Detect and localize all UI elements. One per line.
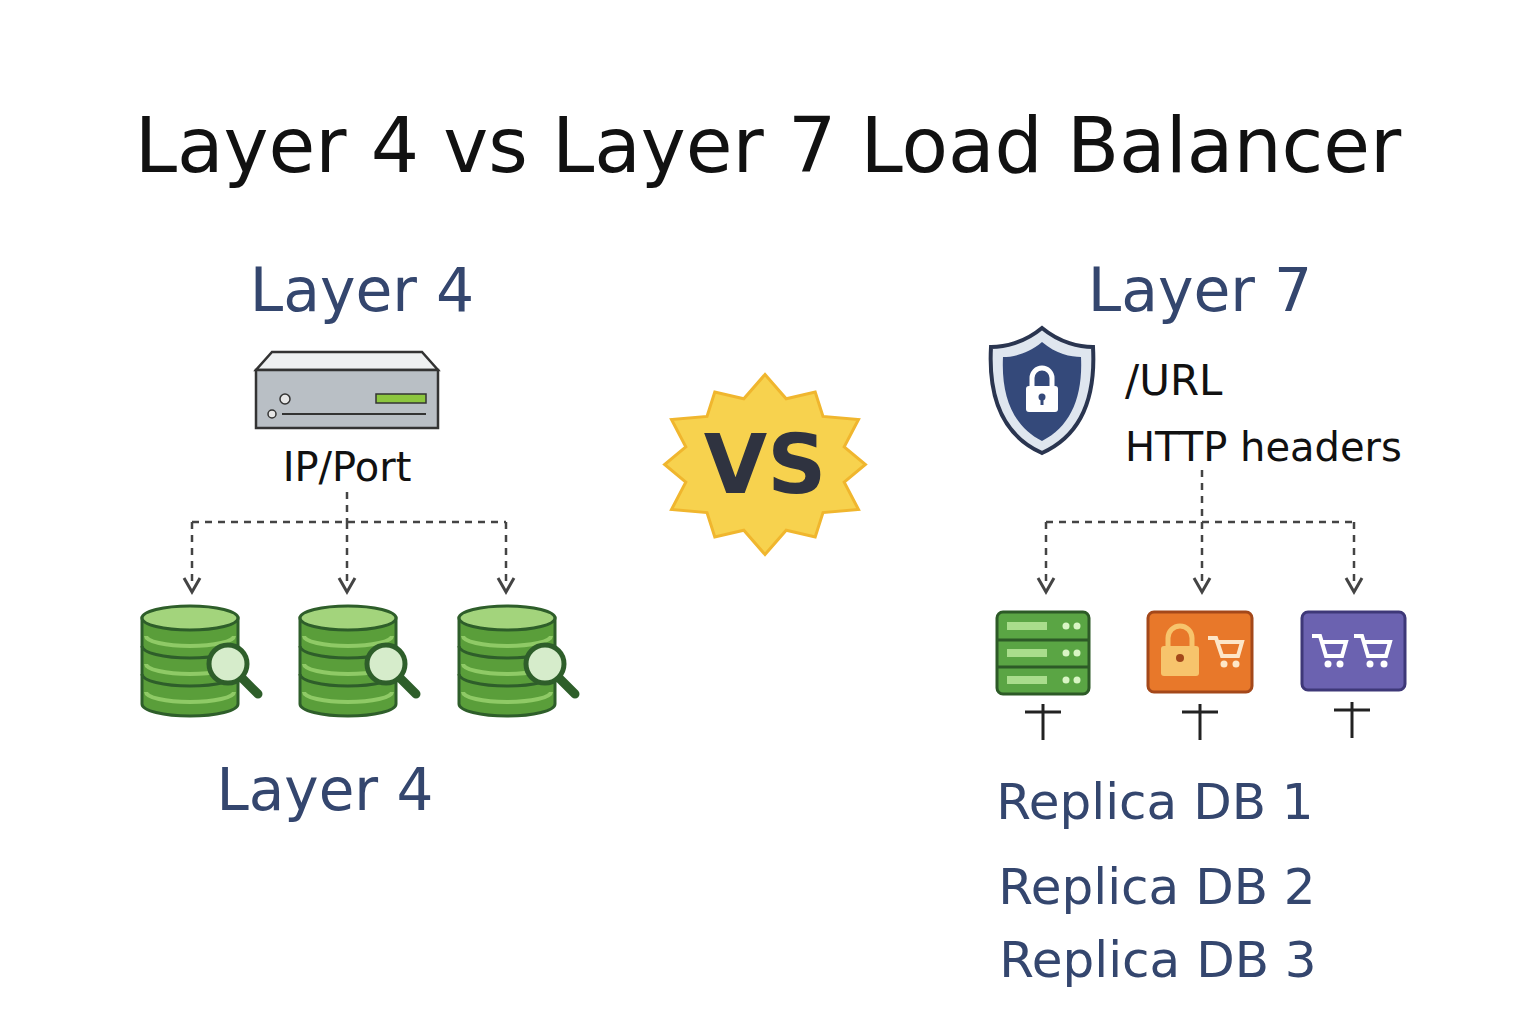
versus-text: VS: [655, 415, 875, 515]
node-label: IP/Port: [196, 443, 498, 491]
rule-text: HTTP headers: [1125, 422, 1415, 472]
shopping-carts-icon: [1302, 612, 1405, 690]
section-heading: Layer 4: [62, 253, 662, 328]
connector-stub: [1334, 702, 1370, 738]
replica-label: Replica DB 3: [858, 929, 1458, 992]
database-icon: [300, 606, 416, 716]
section-heading: Layer 7: [900, 253, 1500, 328]
shield-icon: [991, 328, 1094, 453]
routing-rules-node: /URL HTTP headers: [985, 322, 1415, 472]
server-appliance: [256, 352, 438, 428]
starburst-badge: VS: [655, 372, 875, 557]
secure-shop-icon: [1148, 612, 1252, 692]
database-icon: [142, 606, 258, 716]
replica-label: Replica DB 2: [857, 856, 1457, 919]
server-rack-icon: [997, 612, 1089, 694]
dashed-fanout: [1038, 470, 1362, 592]
replica-label: Replica DB 1: [855, 771, 1455, 834]
connector-stub: [1182, 704, 1218, 740]
diagram-title: Layer 4 vs Layer 7 Load Balancer: [0, 98, 1536, 194]
database-icon: [459, 606, 575, 716]
connector-stub: [1025, 704, 1061, 740]
dashed-fanout: [184, 492, 514, 592]
load-balancer-node: IP/Port: [236, 345, 458, 495]
group-caption: Layer 4: [25, 754, 625, 827]
rule-text: /URL: [1125, 356, 1415, 406]
